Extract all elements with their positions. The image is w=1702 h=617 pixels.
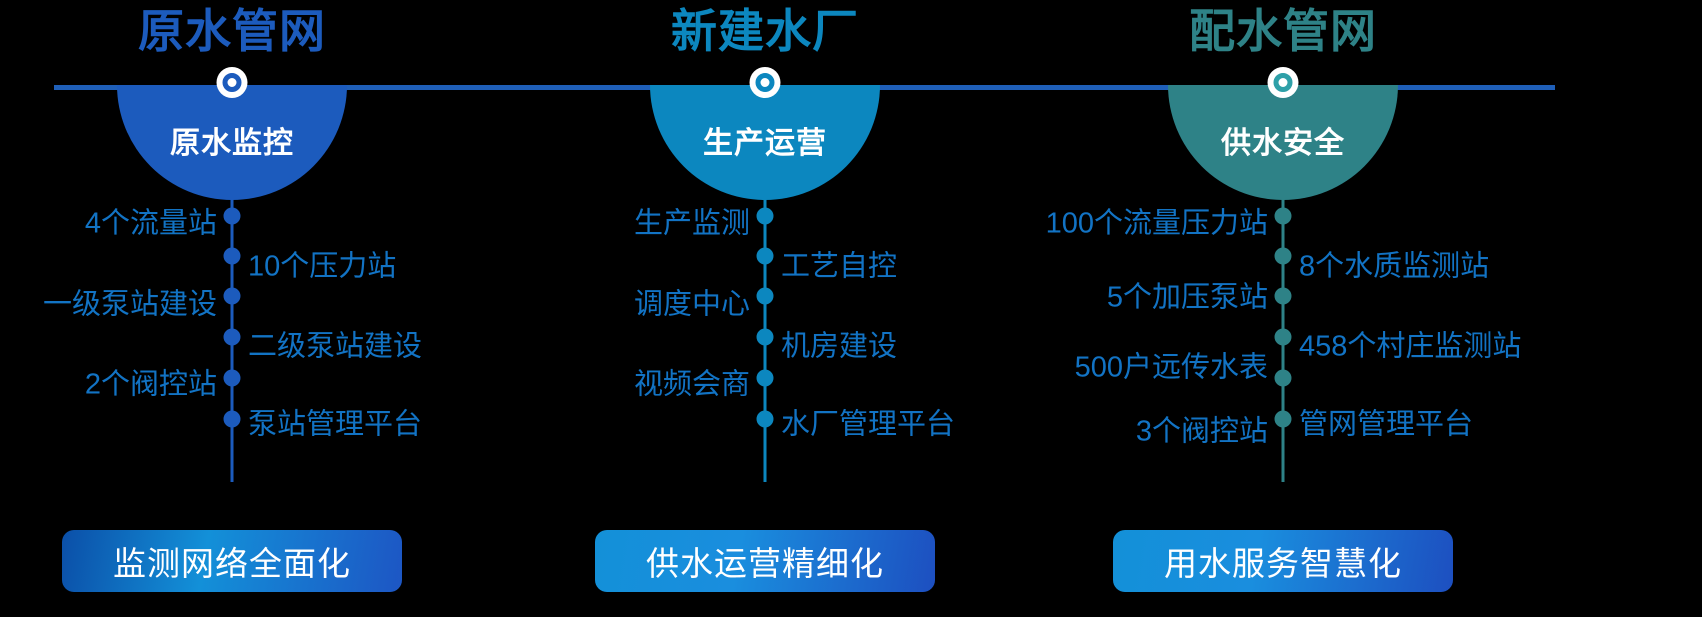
- pillar-item: 一级泵站建设: [42, 288, 217, 321]
- pillar-item: 管网管理平台: [1299, 408, 1474, 441]
- pillar-outcome-button[interactable]: 监测网络全面化: [62, 530, 402, 592]
- pillar-item: 水厂管理平台: [781, 408, 956, 441]
- timeline-dot: [1274, 287, 1292, 305]
- pillar-title: 原水管网: [138, 5, 326, 57]
- timeline-dot: [756, 369, 774, 387]
- pillar-item: 10个压力站: [248, 250, 397, 283]
- pillar-raw-water-network: 原水管网原水监控 4个流量站 10个压力站一级泵站建设二级泵站建设 2个阀控站泵站管理…: [0, 0, 632, 617]
- timeline-dot: [223, 247, 241, 265]
- pillar-badge-label: 生产运营: [703, 127, 827, 160]
- pillar-item: 调度中心: [633, 288, 750, 321]
- pillar-item: 生产监测: [633, 207, 750, 240]
- timeline-dot: [756, 287, 774, 305]
- pillar-item: 3个阀控站: [1135, 415, 1268, 448]
- timeline-dot: [756, 410, 774, 428]
- timeline-dot: [1274, 369, 1292, 387]
- timeline-dot: [756, 247, 774, 265]
- milestone-node-icon: [1267, 67, 1299, 98]
- pillar-item: 2个阀控站: [84, 368, 217, 401]
- pillar-item: 泵站管理平台: [248, 408, 423, 441]
- pillar-item: 5个加压泵站: [1106, 281, 1268, 314]
- pillar-item: 458个村庄监测站: [1299, 330, 1522, 363]
- pillar-badge-label: 供水安全: [1221, 127, 1345, 160]
- timeline-dot: [756, 207, 774, 225]
- timeline-dot: [223, 287, 241, 305]
- pillar-new-water-plant: 新建水厂生产运营生产监测工艺自控调度中心机房建设视频会商水厂管理平台供水运营精细…: [365, 0, 1165, 617]
- pillar-item: 4个流量站: [84, 207, 217, 240]
- pillar-outcome-button[interactable]: 供水运营精细化: [595, 530, 935, 592]
- timeline-dot: [1274, 410, 1292, 428]
- pillar-item: 8个水质监测站: [1299, 250, 1490, 283]
- pillar-item: 工艺自控: [781, 250, 898, 283]
- pillar-title: 新建水厂: [671, 5, 859, 57]
- timeline-dot: [223, 207, 241, 225]
- pillar-item: 二级泵站建设: [248, 330, 423, 363]
- timeline-dot: [223, 328, 241, 346]
- timeline-dot: [223, 410, 241, 428]
- timeline-dot: [1274, 328, 1292, 346]
- timeline-dot: [756, 328, 774, 346]
- pillar-item: 100个流量压力站: [1045, 207, 1268, 240]
- milestone-node-icon: [749, 67, 781, 98]
- pillar-title: 配水管网: [1189, 5, 1377, 57]
- milestone-node-icon: [216, 67, 248, 98]
- pillar-distribution-network: 配水管网供水安全 100个流量压力站 8个水质监测站 5个加压泵站 458个村庄监测站 5…: [883, 0, 1683, 617]
- pillar-item: 机房建设: [781, 330, 898, 363]
- pillar-badge-label: 原水监控: [170, 127, 294, 160]
- pillar-item: 视频会商: [633, 368, 750, 401]
- pillar-outcome-button[interactable]: 用水服务智慧化: [1113, 530, 1453, 592]
- timeline-dot: [1274, 247, 1292, 265]
- timeline-dot: [223, 369, 241, 387]
- pillar-item: 500户远传水表: [1074, 351, 1268, 384]
- timeline-dot: [1274, 207, 1292, 225]
